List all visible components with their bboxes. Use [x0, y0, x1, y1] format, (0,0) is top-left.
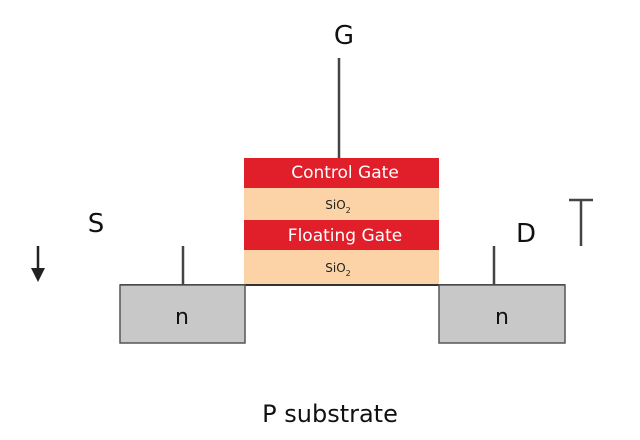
drain-label: D — [516, 219, 536, 249]
lower-oxide-text: SiO — [325, 261, 345, 275]
source-n-well-label: n — [175, 305, 189, 330]
upper-oxide-label: SiO2 — [325, 198, 351, 215]
lower-oxide-layer — [244, 250, 439, 284]
lower-oxide-label: SiO2 — [325, 261, 351, 278]
drain-n-well — [438, 284, 566, 344]
floating-gate-layer — [244, 220, 439, 250]
control-gate-label: Control Gate — [291, 163, 399, 183]
substrate-label: P substrate — [262, 400, 398, 428]
gate-label: G — [334, 21, 354, 51]
t-bar-icon — [569, 198, 593, 246]
upper-oxide-layer — [244, 188, 439, 220]
drain-n-well-label: n — [495, 305, 509, 330]
upper-oxide-text: SiO — [325, 198, 345, 212]
upper-oxide-subscript: 2 — [346, 206, 351, 215]
lower-oxide-subscript: 2 — [346, 269, 351, 278]
control-gate-layer — [244, 158, 439, 188]
floating-gate-label: Floating Gate — [288, 226, 402, 246]
source-label: S — [88, 209, 105, 239]
arrow-down-icon — [31, 246, 45, 282]
